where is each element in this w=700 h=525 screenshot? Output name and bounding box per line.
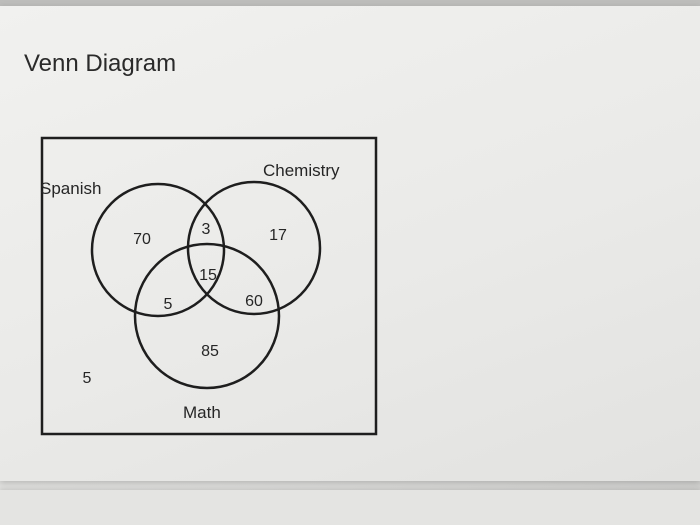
- region-chemistry-math: 60: [245, 293, 263, 310]
- region-spanish-only: 70: [133, 231, 151, 248]
- region-all-three: 15: [199, 267, 217, 284]
- math-label: Math: [183, 403, 221, 422]
- top-border: [0, 0, 700, 6]
- question-card: Venn Diagram Spanish Chemistry Math 70 3…: [0, 6, 700, 481]
- spanish-circle: [90, 182, 226, 318]
- region-spanish-chemistry: 3: [202, 221, 211, 238]
- chemistry-label: Chemistry: [263, 161, 340, 180]
- universal-set-box: [40, 136, 378, 436]
- region-chemistry-only: 17: [269, 227, 287, 244]
- chemistry-circle: [186, 180, 322, 316]
- spanish-label: Spanish: [40, 179, 101, 198]
- region-math-only: 85: [201, 343, 219, 360]
- next-card-edge: [0, 490, 700, 525]
- page-title: Venn Diagram: [24, 50, 177, 77]
- venn-diagram: Spanish Chemistry Math 70 3 17 15 5 60 8…: [38, 134, 382, 440]
- region-none: 5: [83, 370, 92, 387]
- region-spanish-math: 5: [164, 296, 173, 313]
- math-circle: [133, 242, 281, 390]
